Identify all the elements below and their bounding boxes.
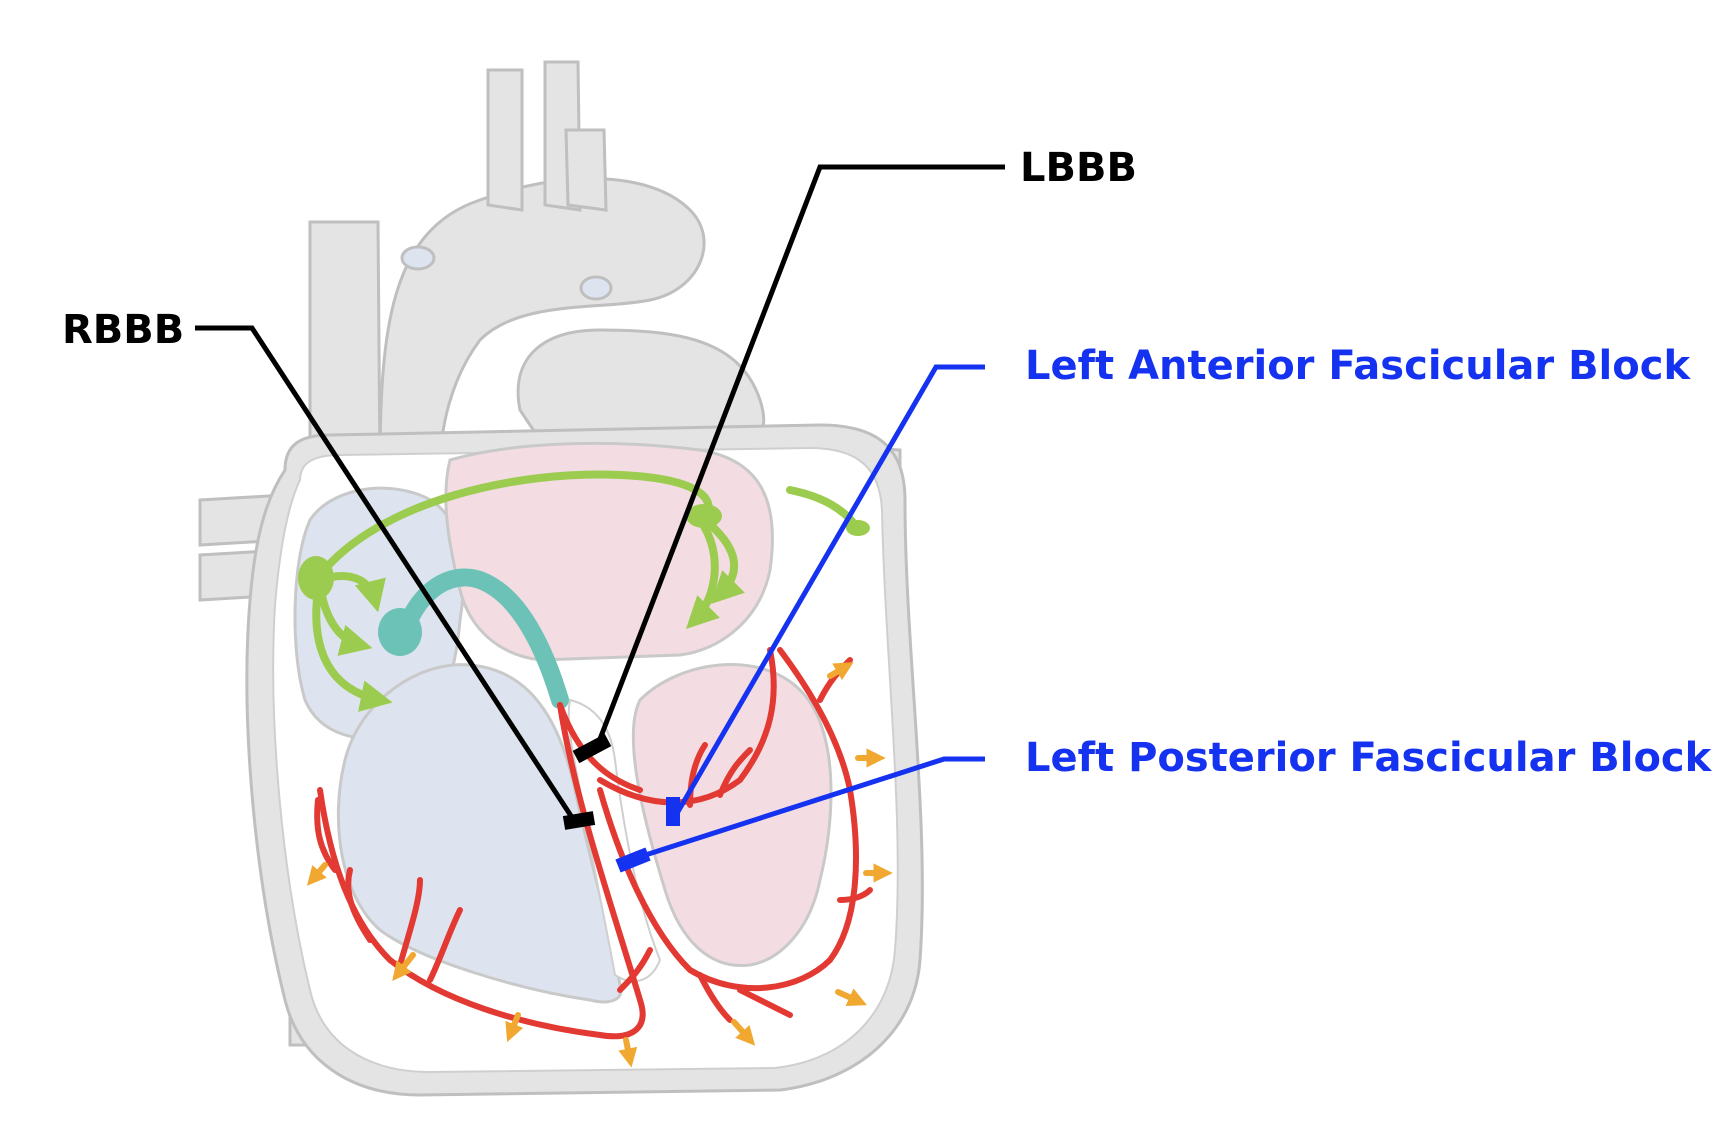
rbbb-block-marker	[562, 811, 596, 830]
purkinje-branch-4	[314, 797, 338, 873]
left-bundle-branch	[557, 702, 643, 793]
his-bundle	[396, 568, 569, 709]
spread-arrow-5	[731, 1019, 756, 1046]
aortic-branch-1	[486, 68, 524, 212]
lpfb-leader-line	[629, 756, 985, 863]
av-node	[378, 608, 422, 656]
spread-arrow-1	[306, 862, 328, 886]
spread-arrow-2	[392, 952, 416, 981]
left-atrial-node	[686, 504, 722, 528]
purkinje-branch-11	[617, 947, 653, 993]
aortic-branch-3	[564, 128, 608, 212]
lpfb-block-marker	[615, 847, 651, 873]
left-posterior-fascicle	[597, 647, 859, 992]
lafb-label: Left Anterior Fascicular Block	[1025, 343, 1691, 389]
av-node-his-bundle	[378, 568, 569, 709]
vessel-openings	[400, 245, 613, 301]
rbbb-label: RBBB	[62, 307, 185, 353]
ventricular-spread-arrows	[306, 662, 893, 1068]
left-atrial-pathway-2	[685, 516, 720, 630]
spread-arrow-3	[505, 1012, 524, 1043]
left-anterior-fascicle	[597, 647, 777, 806]
pulmonary-vein-node	[846, 520, 870, 536]
spread-arrow-6	[835, 988, 867, 1006]
left-ventricle	[631, 663, 833, 968]
vessel-opening-1	[400, 245, 436, 271]
vessel-opening-2	[579, 275, 613, 301]
purkinje-branch-3	[427, 907, 463, 983]
purkinje-branch-5	[697, 972, 733, 1023]
purkinje-branch-7	[837, 887, 873, 903]
spread-arrow-9	[827, 662, 854, 681]
block-markers	[562, 733, 680, 873]
purkinje-branch-8	[717, 747, 753, 798]
lafb-leader-line	[673, 364, 985, 817]
right-atrial-pathway-3	[312, 586, 393, 712]
lbbb-leader-line	[592, 164, 1005, 753]
lpfb-label: Left Posterior Fascicular Block	[1025, 735, 1712, 781]
purkinje-branch-9	[687, 742, 708, 808]
purkinje-branch-2	[345, 867, 373, 943]
spread-arrow-4	[618, 1037, 638, 1068]
sa-node	[298, 556, 334, 600]
left-atrial-pathway-1	[701, 516, 745, 605]
pulmonary-vein-pathway	[786, 486, 859, 529]
label-leader-lines	[195, 164, 1005, 863]
purkinje-branch-6	[737, 987, 793, 1018]
purkinje-branch-1	[397, 877, 423, 968]
lbbb-label: LBBB	[1020, 145, 1137, 191]
lbbb-block-marker	[572, 733, 612, 764]
rbbb-leader-line	[195, 325, 578, 824]
